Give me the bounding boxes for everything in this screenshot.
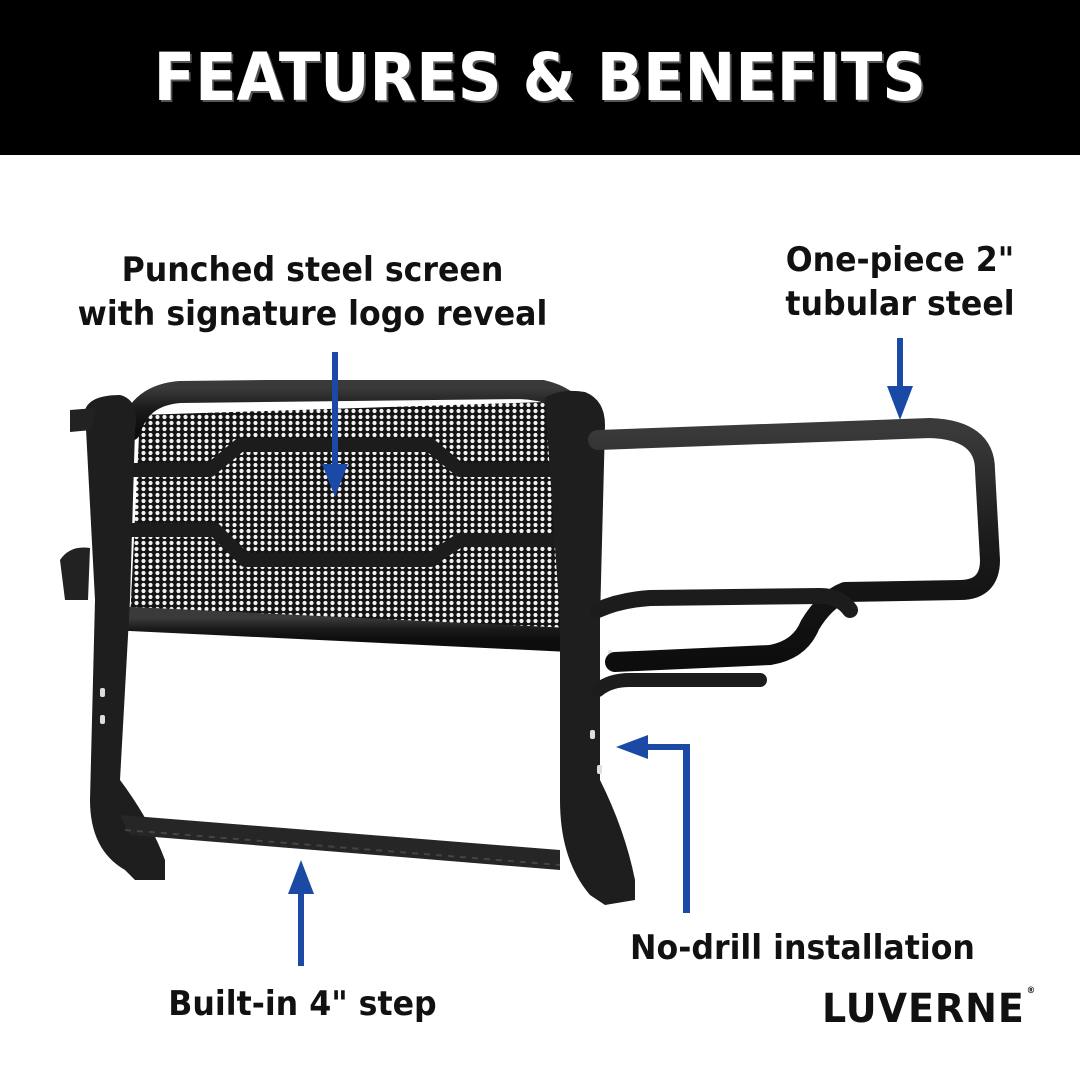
callout-tubular-label: One-piece 2" tubular steel xyxy=(765,238,1035,326)
arrow-up-icon xyxy=(288,860,314,966)
callout-line: tubular steel xyxy=(785,284,1015,324)
arrow-down-icon xyxy=(887,338,913,420)
header-banner: FEATURES & BENEFITS xyxy=(0,0,1080,155)
callout-screen-label: Punched steel screen with signature logo… xyxy=(59,248,566,336)
callout-install-label: No-drill installation xyxy=(610,926,996,970)
callout-step-label: Built-in 4" step xyxy=(151,982,453,1026)
brand-name: LUVERNE xyxy=(822,986,1025,1032)
callout-line: One-piece 2" xyxy=(785,240,1015,280)
callout-line: No-drill installation xyxy=(630,928,975,968)
arrow-left-icon xyxy=(616,735,690,913)
registered-mark: ® xyxy=(1026,986,1037,996)
callout-line: with signature logo reveal xyxy=(77,294,548,334)
page-title: FEATURES & BENEFITS xyxy=(153,39,927,116)
callout-line: Punched steel screen xyxy=(121,250,504,290)
arrow-down-icon xyxy=(322,352,348,497)
brand-logo: LUVERNE® xyxy=(822,986,1036,1032)
callout-line: Built-in 4" step xyxy=(168,984,437,1024)
grille-guard-image xyxy=(60,380,1000,905)
